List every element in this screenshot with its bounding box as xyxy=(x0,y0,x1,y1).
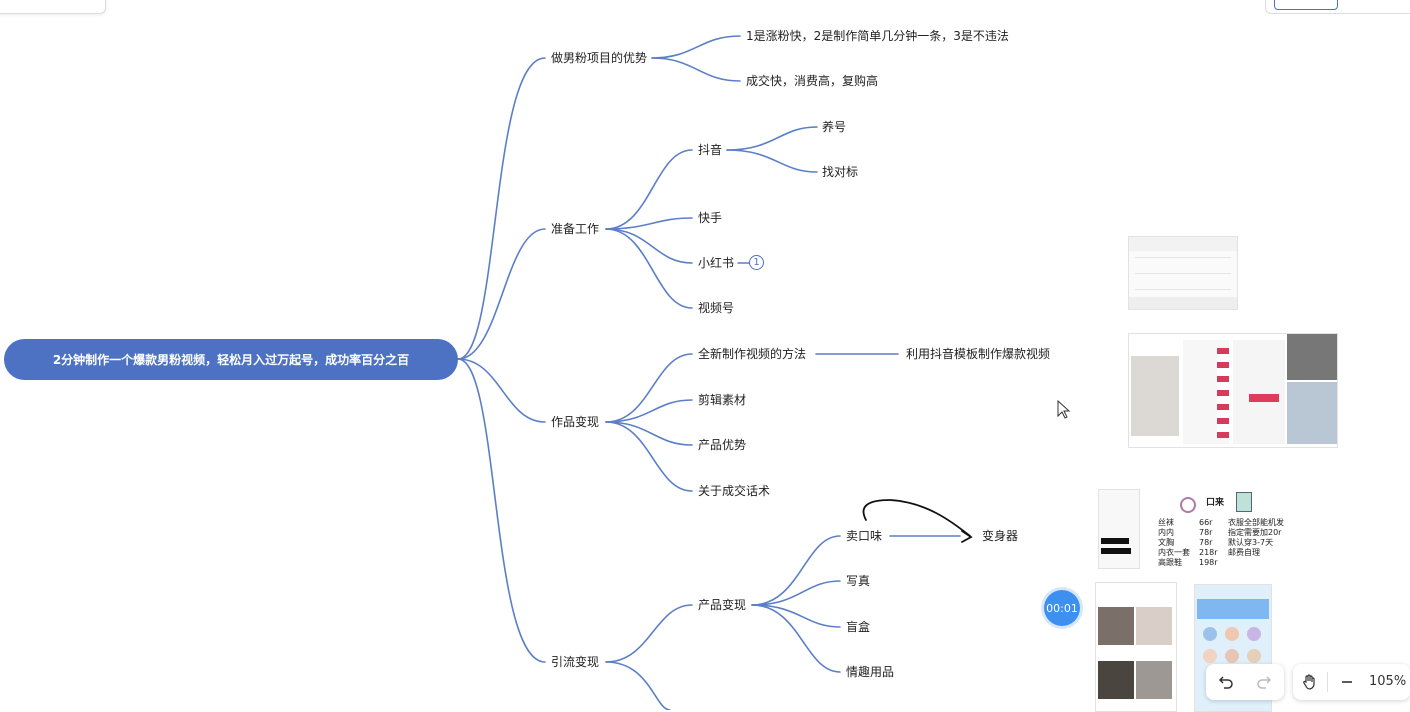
node-kuaishou[interactable]: 快手 xyxy=(698,211,723,225)
node-method-child[interactable]: 利用抖音模板制作爆款视频 xyxy=(906,347,1051,361)
edge-prep-douyin xyxy=(605,149,693,230)
node-douyin-yanghao[interactable]: 养号 xyxy=(822,120,847,134)
chat-screenshot-image[interactable] xyxy=(1098,489,1140,569)
node-blindbox[interactable]: 盲盒 xyxy=(846,620,871,634)
zoom-out-icon[interactable] xyxy=(1340,675,1354,689)
history-toolbar xyxy=(1206,664,1284,700)
edge-advantages-1 xyxy=(651,35,741,59)
price-item-4: 内衣一套 xyxy=(1158,548,1190,557)
edge-advantages-2 xyxy=(651,57,741,82)
price-note-2: 指定需要加20r xyxy=(1228,528,1282,537)
edge-prep-kuaishou xyxy=(605,217,693,230)
node-edit[interactable]: 剪辑素材 xyxy=(698,393,747,407)
edge-douyin-1 xyxy=(726,126,818,151)
price-item-3: 文胸 xyxy=(1158,538,1174,547)
edge-root-traffic xyxy=(457,358,546,663)
node-sales-talk[interactable]: 关于成交话术 xyxy=(698,484,771,498)
edge-douyin-2 xyxy=(726,149,818,173)
zoom-level[interactable]: 105% xyxy=(1369,674,1407,689)
price-value-4: 218r xyxy=(1199,548,1218,557)
node-advantage-2[interactable]: 成交快，消费高，复购高 xyxy=(746,74,879,88)
hand-tool-icon[interactable] xyxy=(1301,673,1319,691)
edge-works-talk xyxy=(605,421,693,492)
edge-works-method xyxy=(605,353,693,423)
edge-product-adult xyxy=(751,604,841,673)
top-left-toolbar[interactable] xyxy=(0,0,106,14)
price-item-2: 内内 xyxy=(1158,528,1174,537)
edge-works-edit xyxy=(605,399,693,423)
edge-product-photo xyxy=(751,580,841,606)
node-method[interactable]: 全新制作视频的方法 xyxy=(698,347,807,361)
edge-prep-sph xyxy=(605,228,693,309)
node-xiaohongshu[interactable]: 小红书 xyxy=(698,256,735,270)
node-product[interactable]: 产品变现 xyxy=(698,598,747,612)
edge-prep-xhs xyxy=(605,228,693,264)
root-node[interactable]: 2分钟制作一个爆款男粉视频，轻松月入过万起号，成功率百分之百 xyxy=(4,339,458,380)
edge-root-advantages xyxy=(457,57,546,360)
node-voice-changer[interactable]: 变身器 xyxy=(982,529,1019,543)
cursor-icon xyxy=(1057,399,1071,419)
node-flavor[interactable]: 卖口味 xyxy=(846,529,883,543)
node-shipinhao[interactable]: 视频号 xyxy=(698,301,735,315)
recording-timer[interactable]: 00:01 xyxy=(1044,590,1080,626)
zoom-toolbar: 105% xyxy=(1293,664,1410,700)
price-value-2: 78r xyxy=(1199,528,1213,537)
node-advantages[interactable]: 做男粉项目的优势 xyxy=(551,51,648,65)
price-value-3: 78r xyxy=(1199,538,1213,547)
edge-root-works xyxy=(457,358,546,423)
undo-icon[interactable] xyxy=(1218,674,1234,690)
node-advantage-1[interactable]: 1是涨粉快，2是制作简单几分钟一条，3是不违法 xyxy=(746,29,1009,43)
node-douyin-duibiao[interactable]: 找对标 xyxy=(822,165,859,179)
douyin-screenshot-image[interactable] xyxy=(1128,333,1338,448)
node-product-advantage[interactable]: 产品优势 xyxy=(698,438,747,452)
drawn-arrow xyxy=(862,499,973,543)
edge-traffic-next xyxy=(605,661,671,710)
price-item-5: 高跟鞋 xyxy=(1158,558,1182,567)
edge-root-prep xyxy=(457,228,546,360)
top-right-button[interactable] xyxy=(1274,0,1338,10)
edge-works-adv xyxy=(605,421,693,446)
product-listing-image[interactable] xyxy=(1095,582,1177,712)
price-note-3: 默认穿3-7天 xyxy=(1228,538,1274,547)
node-adult[interactable]: 情趣用品 xyxy=(846,665,895,679)
price-list-image[interactable]: 口来 丝袜 内内 文胸 内衣一套 高跟鞋 66r 78r 78r 218r 19… xyxy=(1150,489,1290,569)
edge-traffic-product xyxy=(605,604,693,663)
price-note-1: 衣服全部能机发 xyxy=(1228,518,1284,527)
edge-product-flavor xyxy=(751,535,841,606)
price-note-4: 邮费自理 xyxy=(1228,548,1260,557)
node-douyin[interactable]: 抖音 xyxy=(698,143,723,157)
root-label: 2分钟制作一个爆款男粉视频，轻松月入过万起号，成功率百分之百 xyxy=(52,353,410,367)
node-traffic[interactable]: 引流变现 xyxy=(551,655,600,669)
note-count-badge[interactable]: 1 xyxy=(749,255,764,270)
settings-screenshot-image[interactable] xyxy=(1128,236,1238,310)
price-list-title: 口来 xyxy=(1206,498,1225,508)
node-works[interactable]: 作品变现 xyxy=(551,415,600,429)
node-prep[interactable]: 准备工作 xyxy=(551,222,600,236)
redo-icon[interactable] xyxy=(1256,674,1272,690)
node-photo[interactable]: 写真 xyxy=(846,574,871,588)
price-value-1: 66r xyxy=(1199,518,1213,527)
edge-product-box xyxy=(751,604,841,628)
price-item-1: 丝袜 xyxy=(1158,518,1174,527)
price-value-5: 198r xyxy=(1199,558,1218,567)
